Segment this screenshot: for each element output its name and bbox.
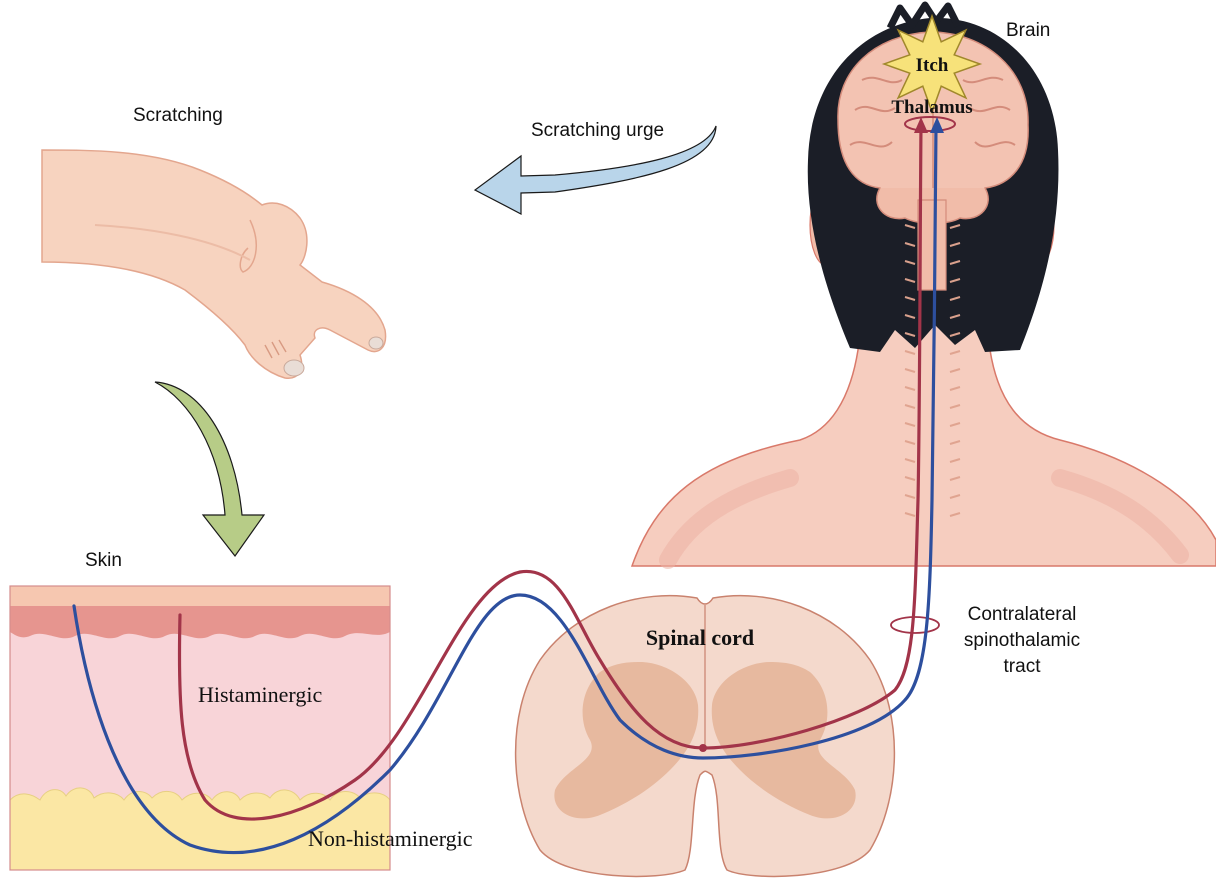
tract-label-line-3: tract — [1004, 656, 1042, 677]
hand-shape — [42, 150, 386, 378]
skin-surface — [10, 586, 390, 606]
finger-nail — [369, 337, 383, 349]
thumb-nail — [284, 360, 304, 376]
tract-ring — [891, 617, 939, 633]
scratching-urge-label: Scratching urge — [531, 120, 664, 141]
scratching-label: Scratching — [133, 105, 223, 126]
tract-label-line-1: Contralateral — [968, 604, 1077, 625]
hand-icon — [42, 150, 386, 378]
non-histaminergic-label: Non-histaminergic — [308, 826, 473, 851]
itch-label: Itch — [916, 55, 949, 76]
scratch-feedback-arrow — [155, 382, 264, 556]
brainstem — [918, 200, 946, 290]
histaminergic-label: Histaminergic — [198, 682, 322, 707]
tract-label-line-2: spinothalamic — [964, 630, 1080, 651]
brain-label: Brain — [1006, 20, 1050, 41]
thalamus-label: Thalamus — [891, 97, 972, 118]
shoulders-shape — [632, 300, 1216, 566]
spinal-cord-label: Spinal cord — [646, 625, 754, 650]
skin-epidermis — [10, 606, 390, 638]
skin-label: Skin — [85, 550, 122, 571]
